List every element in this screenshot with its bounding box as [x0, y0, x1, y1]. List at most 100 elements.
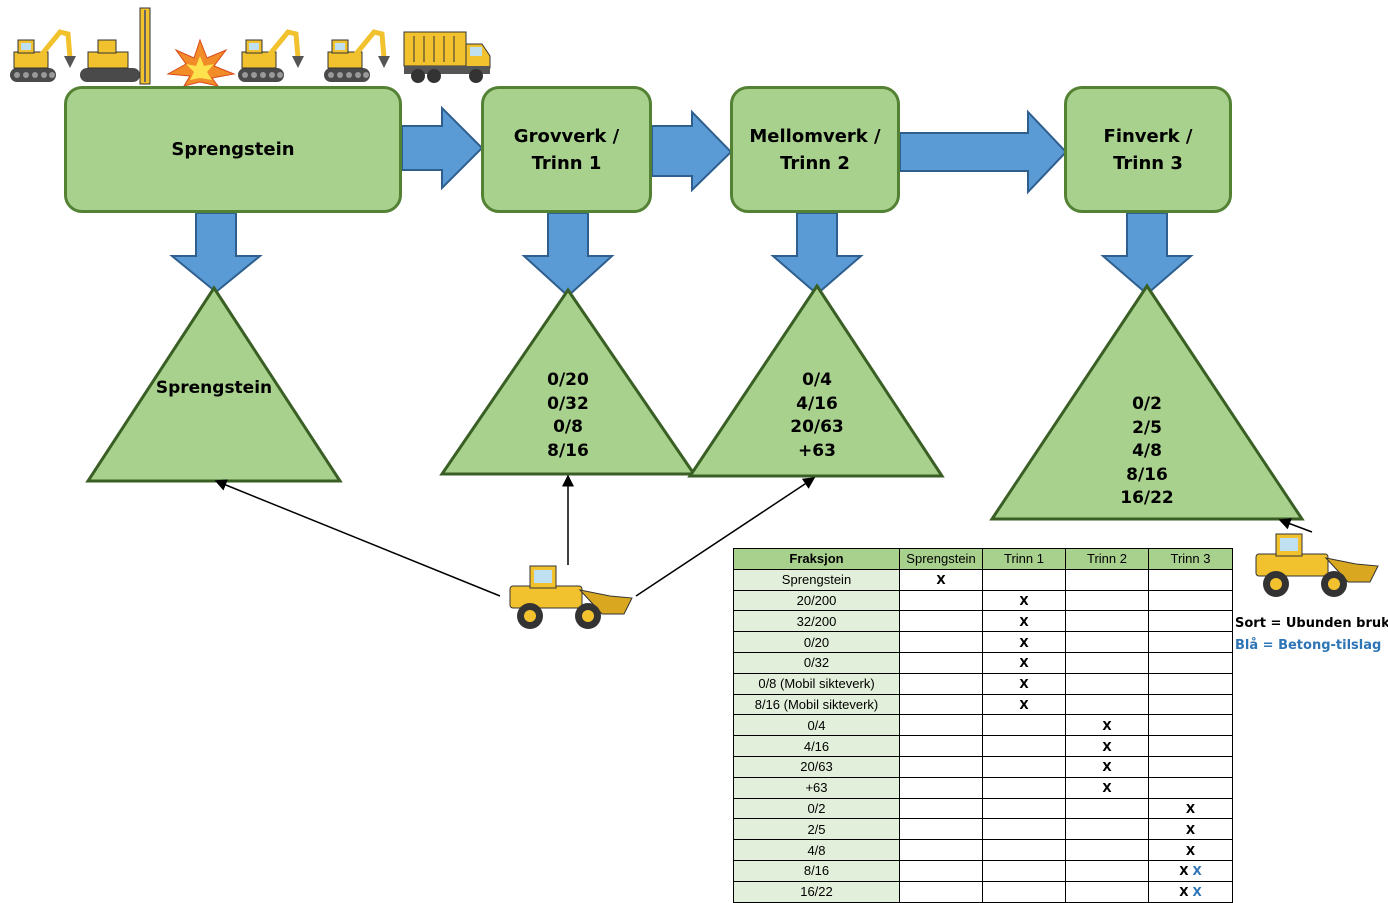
- header-trinn2: Trinn 2: [1065, 548, 1149, 570]
- fraction-name-cell: 0/32: [733, 651, 900, 674]
- table-cell: X: [1148, 839, 1233, 861]
- table-cell: [1065, 859, 1149, 882]
- excavator-icon: [10, 32, 76, 82]
- table-cell: X: [982, 651, 1066, 674]
- header-trinn1: Trinn 1: [982, 548, 1066, 570]
- table-cell: [1148, 610, 1233, 633]
- drill-rig-icon: [80, 7, 151, 85]
- table-row: 8/16 (Mobil sikteverk)X: [733, 693, 1233, 716]
- mark-ubunden: X: [1179, 864, 1189, 879]
- header-trinn3: Trinn 3: [1148, 548, 1233, 570]
- fraction-name-cell: 0/4: [733, 714, 900, 737]
- table-row: 32/200 X: [733, 610, 1233, 633]
- fraction-name-cell: 16/22: [733, 880, 900, 903]
- table-cell: X: [1065, 714, 1149, 737]
- table-cell: [982, 714, 1066, 737]
- fraction-name-cell: 20/200: [733, 589, 900, 612]
- excavator-icon: [324, 32, 390, 82]
- mark-ubunden: X: [1019, 635, 1029, 650]
- arrow-down: [770, 212, 864, 296]
- table-cell: [1065, 610, 1149, 633]
- table-cell: [982, 839, 1066, 861]
- pile-label-trinn1: 0/20 0/32 0/8 8/16: [547, 370, 589, 461]
- fraction-name-cell: 2/5: [733, 818, 900, 841]
- table-cell: [1065, 651, 1149, 674]
- mark-betong: X: [1192, 864, 1202, 879]
- table-cell: [899, 859, 983, 882]
- table-cell: [1065, 589, 1149, 612]
- mark-ubunden: X: [1179, 885, 1189, 900]
- table-cell: [1065, 818, 1149, 841]
- box-mellomverk: Mellomverk / Trinn 2: [730, 86, 900, 213]
- wheel-loader-icon: [1255, 533, 1379, 598]
- table-cell: [899, 631, 983, 653]
- table-cell: [899, 735, 983, 757]
- table-header-row: Fraksjon Sprengstein Trinn 1 Trinn 2 Tri…: [733, 548, 1233, 570]
- mark-ubunden: X: [1019, 614, 1029, 629]
- table-cell: X: [1148, 818, 1233, 841]
- table-cell: [899, 693, 983, 716]
- table-cell: [899, 651, 983, 674]
- table-row: +63 X: [733, 776, 1233, 799]
- box-sprengstein: Sprengstein: [64, 86, 402, 213]
- header-fraksjon: Fraksjon: [733, 548, 900, 570]
- dump-truck-icon: [403, 31, 491, 83]
- connector-line: [635, 477, 816, 597]
- mark-ubunden: X: [1019, 656, 1029, 671]
- table-cell: [982, 859, 1066, 882]
- table-cell: [899, 714, 983, 737]
- pile-label-trinn2: 0/4 4/16 20/63 +63: [790, 370, 844, 461]
- mark-ubunden: X: [1019, 593, 1029, 608]
- table-cell: [1148, 568, 1233, 591]
- table-row: 20/200 X: [733, 589, 1233, 612]
- arrow-down: [169, 212, 263, 294]
- legend-black: Sort = Ubunden bruk: [1235, 616, 1388, 631]
- legend-blue: Blå = Betong-tilslag: [1235, 638, 1382, 653]
- mark-ubunden: X: [1185, 801, 1196, 816]
- table-cell: X: [982, 610, 1066, 633]
- table-cell: X: [982, 631, 1066, 653]
- fraction-name-cell: 4/8: [733, 839, 900, 861]
- wheel-loader-icon: [509, 565, 633, 630]
- table-cell: X: [982, 672, 1066, 695]
- table-cell: [982, 818, 1066, 841]
- table-cell: [1148, 631, 1233, 653]
- mark-ubunden: X: [1019, 677, 1029, 692]
- fraction-table: Fraksjon Sprengstein Trinn 1 Trinn 2 Tri…: [733, 548, 1233, 903]
- table-cell: [1065, 631, 1149, 653]
- mark-ubunden: X: [1102, 739, 1112, 754]
- arrow-down: [521, 212, 615, 298]
- table-cell: X: [1148, 797, 1233, 820]
- table-cell: [1148, 672, 1233, 695]
- box-finverk: Finverk / Trinn 3: [1064, 86, 1232, 213]
- table-cell: [1148, 651, 1233, 674]
- fraction-name-cell: 32/200: [733, 610, 900, 633]
- hydraulic-breaker-icon: [238, 32, 304, 82]
- table-cell: [1065, 672, 1149, 695]
- table-cell: [899, 755, 983, 778]
- table-cell: X: [1065, 776, 1149, 799]
- arrow-down: [1100, 212, 1194, 296]
- table-cell: [1148, 755, 1233, 778]
- table-cell: [982, 568, 1066, 591]
- table-cell: [899, 776, 983, 799]
- table-cell: [899, 797, 983, 820]
- fraction-name-cell: +63: [733, 776, 900, 799]
- table-row: 0/32 X: [733, 651, 1233, 674]
- table-row: 0/8 (Mobil sikteverk)X: [733, 672, 1233, 695]
- table-cell: [982, 755, 1066, 778]
- arrow-right: [651, 109, 733, 193]
- fraction-name-cell: 0/20: [733, 631, 900, 653]
- table-cell: [1148, 776, 1233, 799]
- connector-line: [1278, 518, 1313, 533]
- mark-betong: X: [1192, 885, 1202, 900]
- table-cell: [899, 839, 983, 861]
- table-cell: X: [1065, 755, 1149, 778]
- table-row: 2/5 X: [733, 818, 1233, 841]
- table-cell: X: [899, 568, 983, 591]
